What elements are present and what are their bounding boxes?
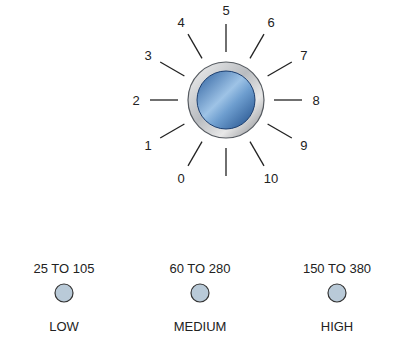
dial-tick: [268, 124, 292, 138]
indicator-light: [328, 284, 346, 302]
indicator-light: [191, 284, 209, 302]
dial-tick: [250, 34, 264, 58]
dial-tick: [274, 99, 302, 100]
knob: [197, 71, 255, 129]
dial-tick: [268, 62, 292, 76]
dial-tick: [225, 148, 226, 176]
dial-tick: [225, 24, 226, 52]
dial-tick: [150, 99, 178, 100]
dial-number: 1: [144, 139, 151, 152]
dial-number: 4: [177, 16, 184, 29]
dial-number: 10: [264, 171, 278, 184]
dial-tick: [188, 142, 202, 166]
dial-number: 0: [177, 171, 184, 184]
dial-tick: [160, 124, 184, 138]
setting-label: HIGH: [321, 320, 354, 333]
dial-tick: [250, 142, 264, 166]
dial-tick: [188, 34, 202, 58]
dial-number: 3: [144, 49, 151, 62]
dial-number: 7: [300, 49, 307, 62]
dial-number: 8: [312, 94, 319, 107]
range-label: 25 TO 105: [34, 262, 95, 275]
setting-label: LOW: [49, 320, 79, 333]
dial-ticks: [150, 24, 302, 176]
dial-number: 5: [222, 4, 229, 17]
range-label: 150 TO 380: [303, 262, 371, 275]
dial-number: 6: [267, 16, 274, 29]
dial-tick: [160, 62, 184, 76]
knob-ring: [188, 62, 264, 138]
dial-number: 2: [132, 94, 139, 107]
setting-label: MEDIUM: [174, 320, 227, 333]
dial-number: 9: [300, 139, 307, 152]
range-label: 60 TO 280: [170, 262, 231, 275]
indicator-light: [55, 284, 73, 302]
